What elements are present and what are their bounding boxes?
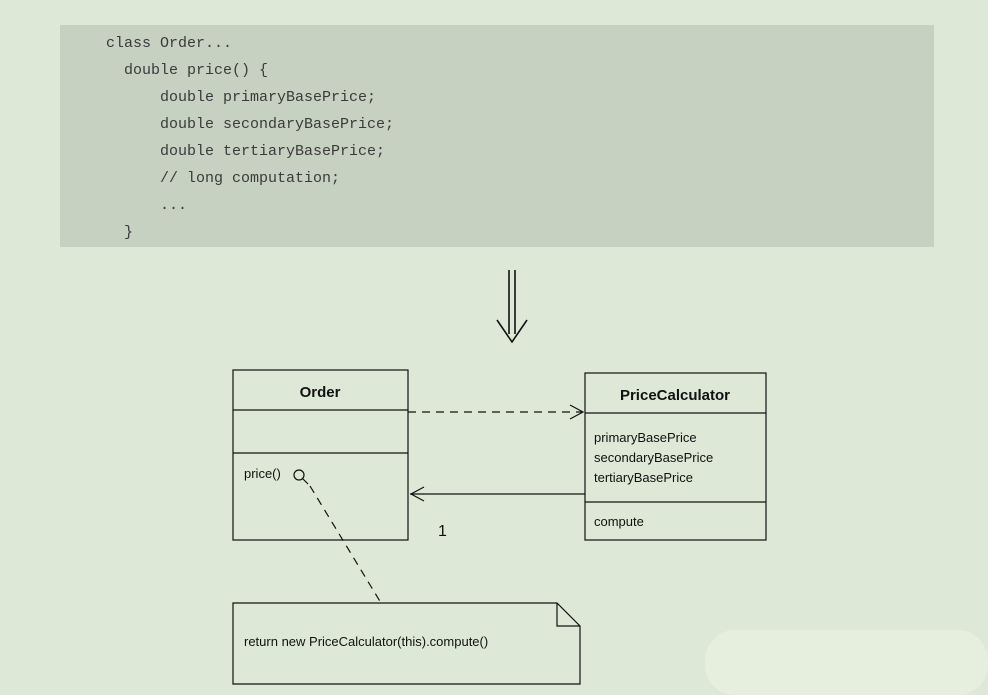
code-line: double price() {	[106, 62, 269, 79]
magnifier-icon	[293, 469, 309, 485]
code-line: double primaryBasePrice;	[106, 89, 377, 106]
order-class-name: Order	[300, 384, 341, 401]
code-line: ...	[106, 197, 188, 214]
double-down-arrow-icon	[496, 270, 528, 344]
code-listing: class Order... double price() { double p…	[60, 25, 934, 247]
association-arrow	[409, 486, 585, 502]
code-line: double tertiaryBasePrice;	[106, 143, 386, 160]
code-note: return new PriceCalculator(this).compute…	[232, 602, 581, 685]
watermark-logo	[705, 630, 988, 695]
code-line: }	[106, 224, 134, 241]
calculator-attribute: secondaryBasePrice	[594, 450, 713, 465]
price-calculator-class-name: PriceCalculator	[620, 387, 730, 404]
note-connector	[309, 485, 382, 604]
order-method-price: price()	[244, 466, 281, 481]
calculator-attribute: tertiaryBasePrice	[594, 470, 693, 485]
code-line: class Order...	[106, 35, 233, 52]
calculator-attribute: primaryBasePrice	[594, 430, 697, 445]
multiplicity-label: 1	[438, 523, 447, 540]
code-line: // long computation;	[106, 170, 341, 187]
code-line: double secondaryBasePrice;	[106, 116, 395, 133]
dependency-arrow	[408, 404, 585, 420]
order-class-box: Order price()	[232, 369, 409, 541]
price-calculator-class-box: PriceCalculator primaryBasePrice seconda…	[584, 372, 767, 541]
calculator-method-compute: compute	[594, 514, 644, 529]
note-text: return new PriceCalculator(this).compute…	[244, 634, 488, 649]
